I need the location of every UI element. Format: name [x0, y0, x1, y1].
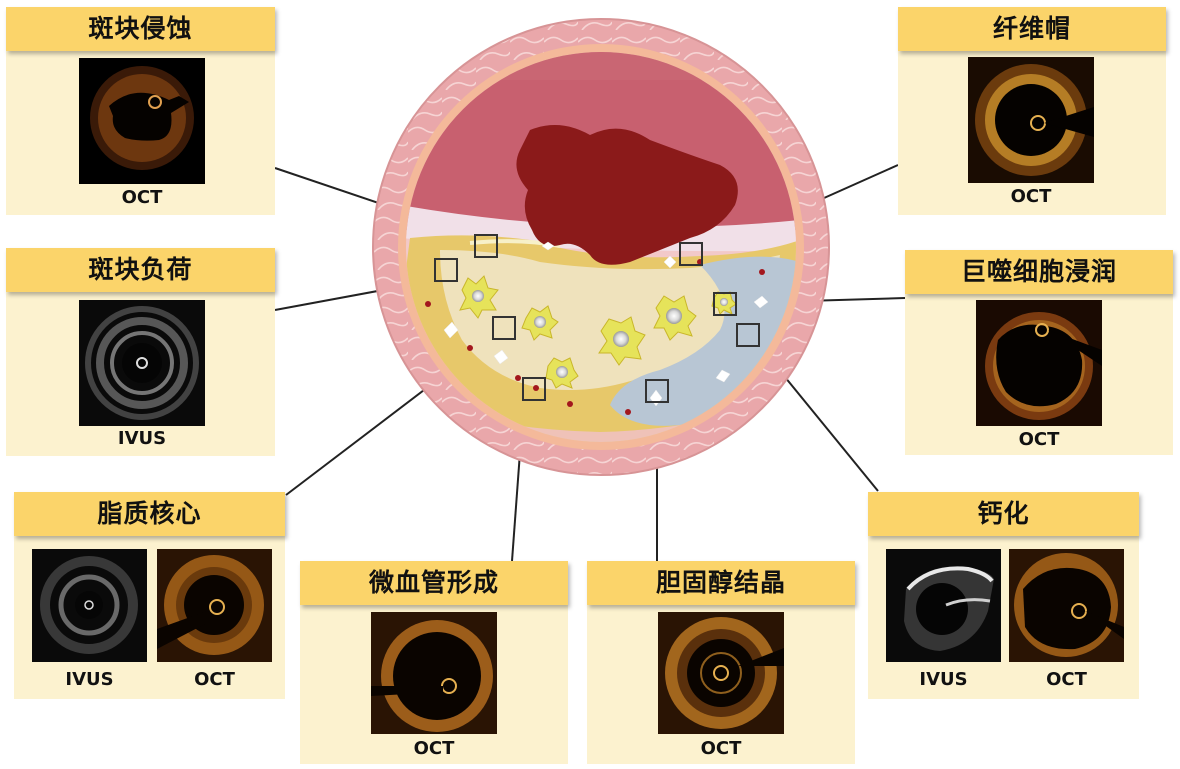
panel-microvessel-formation: 微血管形成 OCT [300, 561, 568, 764]
location-markers [434, 234, 760, 403]
modality-caption: OCT [1046, 669, 1087, 690]
panel-title: 斑块侵蚀 [6, 7, 275, 51]
panel-lipid-core: 脂质核心 IVUS OCT [14, 492, 285, 699]
panel-title: 钙化 [868, 492, 1139, 536]
marker-cholesterol [645, 379, 669, 403]
panel-title: 斑块负荷 [6, 248, 275, 292]
marker-microvessel [522, 377, 546, 401]
modality-caption: IVUS [117, 428, 167, 449]
marker-macrophage [713, 292, 737, 316]
panel-fibrous-cap: 纤维帽 OCT [898, 7, 1166, 215]
panel-title: 胆固醇结晶 [587, 561, 855, 605]
panel-title: 巨噬细胞浸润 [905, 250, 1173, 294]
modality-caption: OCT [700, 738, 742, 759]
macrophage-cells [459, 275, 737, 389]
panel-cholesterol-crystal: 胆固醇结晶 OCT [587, 561, 855, 764]
oct-scan-icon [658, 612, 784, 734]
panel-plaque-burden: 斑块负荷 IVUS [6, 248, 275, 456]
panel-title: 微血管形成 [300, 561, 568, 605]
intima-lower-band [406, 395, 796, 442]
marker-plaque-erosion [474, 234, 498, 258]
oct-scan-icon [976, 300, 1102, 426]
modality-caption: IVUS [65, 669, 114, 690]
modality-caption: OCT [1018, 429, 1060, 450]
panel-macrophage-infiltration: 巨噬细胞浸润 OCT [905, 250, 1173, 455]
ivus-scan-icon [32, 549, 147, 662]
oct-scan-icon [79, 58, 205, 184]
panel-calcification: 钙化 IVUS OCT [868, 492, 1139, 699]
marker-lipid-core [492, 316, 516, 340]
oct-scan-icon [157, 549, 272, 662]
marker-calcification [736, 323, 760, 347]
ivus-scan-icon [79, 300, 205, 426]
oct-scan-icon [968, 57, 1094, 183]
modality-caption: OCT [194, 669, 235, 690]
modality-caption: OCT [121, 187, 163, 208]
oct-scan-icon [371, 612, 497, 734]
panel-plaque-erosion: 斑块侵蚀 OCT [6, 7, 275, 215]
oct-scan-icon [1009, 549, 1124, 662]
marker-fibrous-cap [679, 242, 703, 266]
modality-caption: OCT [1010, 186, 1052, 207]
panel-title: 脂质核心 [14, 492, 285, 536]
ivus-scan-icon [886, 549, 1001, 662]
modality-caption: OCT [413, 738, 455, 759]
modality-caption: IVUS [919, 669, 968, 690]
marker-plaque-burden [434, 258, 458, 282]
thrombus [516, 125, 738, 265]
panel-title: 纤维帽 [898, 7, 1166, 51]
